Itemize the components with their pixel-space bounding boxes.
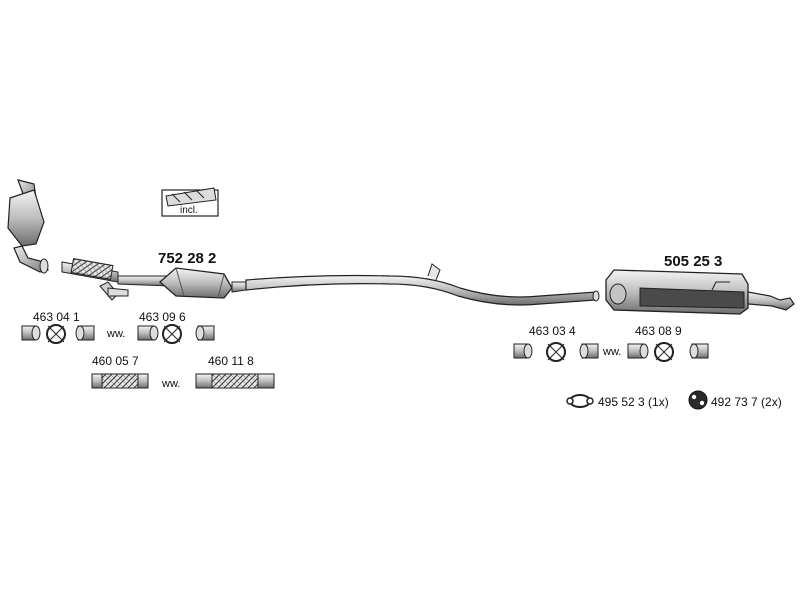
clamp-set-d (627, 342, 709, 362)
gasket-icon (566, 394, 594, 408)
rubber-mount-icon (688, 390, 708, 410)
flex-pipe-a-part-number: 460 05 7 (92, 354, 139, 368)
catalyst-part-number: 752 28 2 (158, 250, 217, 267)
incl-box (161, 187, 219, 217)
flex-pipe-b (195, 373, 275, 389)
rear-muffler-part-number: 505 25 3 (664, 253, 723, 270)
rear-muffler (605, 269, 795, 315)
flex-pipe-b-part-number: 460 11 8 (208, 354, 254, 368)
incl-label: incl. (180, 205, 198, 216)
clamp-set-c (513, 342, 599, 362)
clamp-set-c-part-number: 463 03 4 (529, 324, 576, 338)
ww-label-2: ww. (162, 378, 181, 390)
ww-label-3: ww. (603, 346, 622, 358)
clamp-set-b (137, 324, 215, 344)
clamp-set-b-part-number: 463 09 6 (139, 310, 186, 324)
manifold-catalyst (7, 179, 49, 274)
front-pipe (61, 258, 171, 301)
clamp-set-a (21, 324, 95, 344)
ww-label-1: ww. (107, 328, 126, 340)
clamp-set-a-part-number: 463 04 1 (33, 310, 80, 324)
flex-pipe-a (91, 373, 149, 389)
middle-pipe (245, 263, 600, 306)
rubber-mount-part-label: 492 73 7 (2x) (711, 395, 782, 409)
clamp-set-d-part-number: 463 08 9 (635, 324, 682, 338)
catalytic-converter (159, 267, 247, 299)
gasket-part-label: 495 52 3 (1x) (598, 395, 669, 409)
